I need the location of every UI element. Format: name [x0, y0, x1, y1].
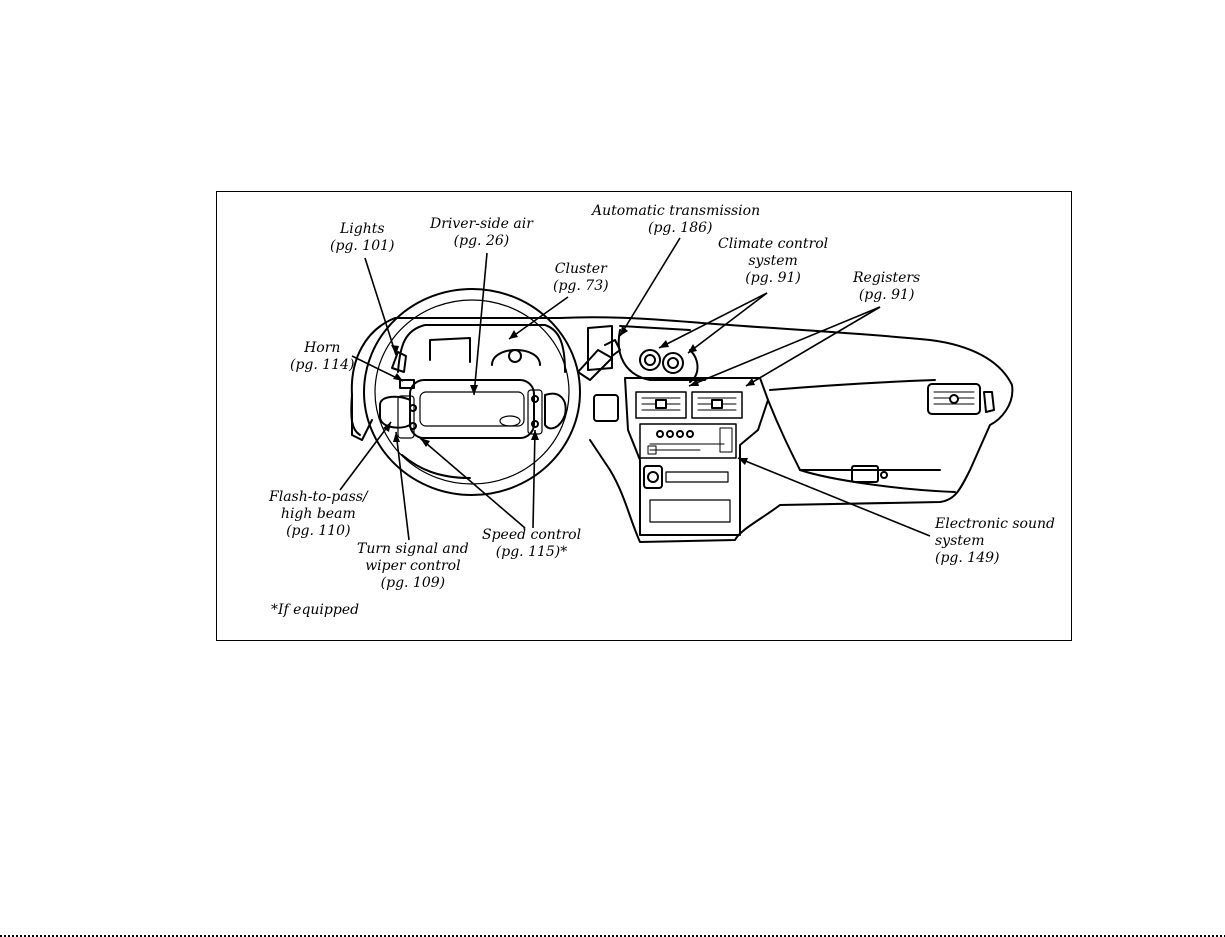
lights-name: Lights [339, 221, 385, 237]
transmission-name: Automatic transmission [592, 203, 761, 219]
lights-switch [391, 351, 407, 373]
lights-page: (pg. 101) [330, 238, 395, 254]
flash-name-2: high beam [280, 506, 356, 522]
horn-name: Horn [304, 340, 341, 356]
speed-page: (pg. 115)* [495, 544, 568, 560]
transmission-page: (pg. 186) [648, 220, 713, 236]
label-cluster: Cluster (pg. 73) [553, 261, 609, 295]
leader-lines [339, 237, 931, 541]
climate-name-1: Climate control [718, 236, 829, 252]
leader-climate-2 [687, 292, 768, 354]
register-left [635, 391, 687, 419]
bottom-rule [0, 935, 1225, 937]
climate-name-2: system [748, 253, 798, 269]
steering-wheel [363, 288, 581, 496]
label-horn: Horn (pg. 114) [290, 340, 354, 374]
cluster-hood [397, 324, 566, 373]
leader-turn-signal [395, 431, 410, 541]
glove-box [799, 469, 956, 493]
sound-system [639, 423, 737, 459]
leader-speed-1 [419, 437, 526, 529]
climate-dial-right [662, 352, 684, 374]
speed-name: Speed control [482, 527, 582, 543]
diagram-frame [216, 191, 1072, 641]
driver-air-page: (pg. 26) [453, 233, 510, 249]
turn-signal-name-1: Turn signal and [357, 541, 469, 557]
flash-name-1: Flash-to-pass/ [269, 489, 368, 505]
leader-flash [339, 421, 392, 491]
center-stack [624, 377, 769, 536]
dashboard-outline [350, 316, 1014, 543]
register-right [691, 391, 743, 419]
glove-box-latch [851, 465, 879, 483]
shifter-stalk [577, 349, 613, 381]
flash-page: (pg. 110) [286, 523, 351, 539]
label-lights: Lights (pg. 101) [330, 221, 394, 255]
leader-cluster [508, 296, 569, 340]
label-turn-signal: Turn signal and wiper control (pg. 109) [357, 541, 469, 592]
climate-dial-left [639, 349, 661, 371]
register-far-right [927, 383, 981, 415]
leader-driver-air [473, 252, 488, 396]
leader-lights [364, 257, 397, 356]
label-automatic-transmission: Automatic transmission (pg. 186) [592, 203, 760, 237]
leader-registers-1 [688, 306, 881, 387]
label-registers: Registers (pg. 91) [853, 270, 920, 304]
horn-page: (pg. 114) [290, 357, 355, 373]
leader-climate-1 [658, 292, 768, 349]
label-climate-control: Climate control system (pg. 91) [718, 236, 828, 287]
turn-signal-name-2: wiper control [365, 558, 461, 574]
leader-speed-2 [532, 429, 536, 529]
footnote: *If equipped [271, 602, 360, 618]
leader-sound [737, 457, 931, 537]
label-sound-system: Electronic sound system (pg. 149) [935, 516, 1055, 567]
registers-page: (pg. 91) [858, 287, 915, 303]
sound-page: (pg. 149) [935, 550, 1000, 566]
label-speed-control: Speed control (pg. 115)* [482, 527, 581, 561]
registers-name: Registers [853, 270, 921, 286]
sound-name-2: system [935, 533, 985, 549]
leader-registers-2 [745, 306, 881, 387]
sound-name-1: Electronic sound [935, 516, 1055, 532]
driver-air-name: Driver-side air [430, 216, 533, 232]
climate-page: (pg. 91) [745, 270, 801, 286]
turn-signal-page: (pg. 109) [380, 575, 446, 591]
leader-transmission [619, 237, 681, 337]
label-driver-air: Driver-side air (pg. 26) [430, 216, 533, 250]
cluster-page: (pg. 73) [553, 278, 609, 294]
label-flash-to-pass: Flash-to-pass/ high beam (pg. 110) [269, 489, 368, 540]
cluster-name: Cluster [554, 261, 607, 277]
